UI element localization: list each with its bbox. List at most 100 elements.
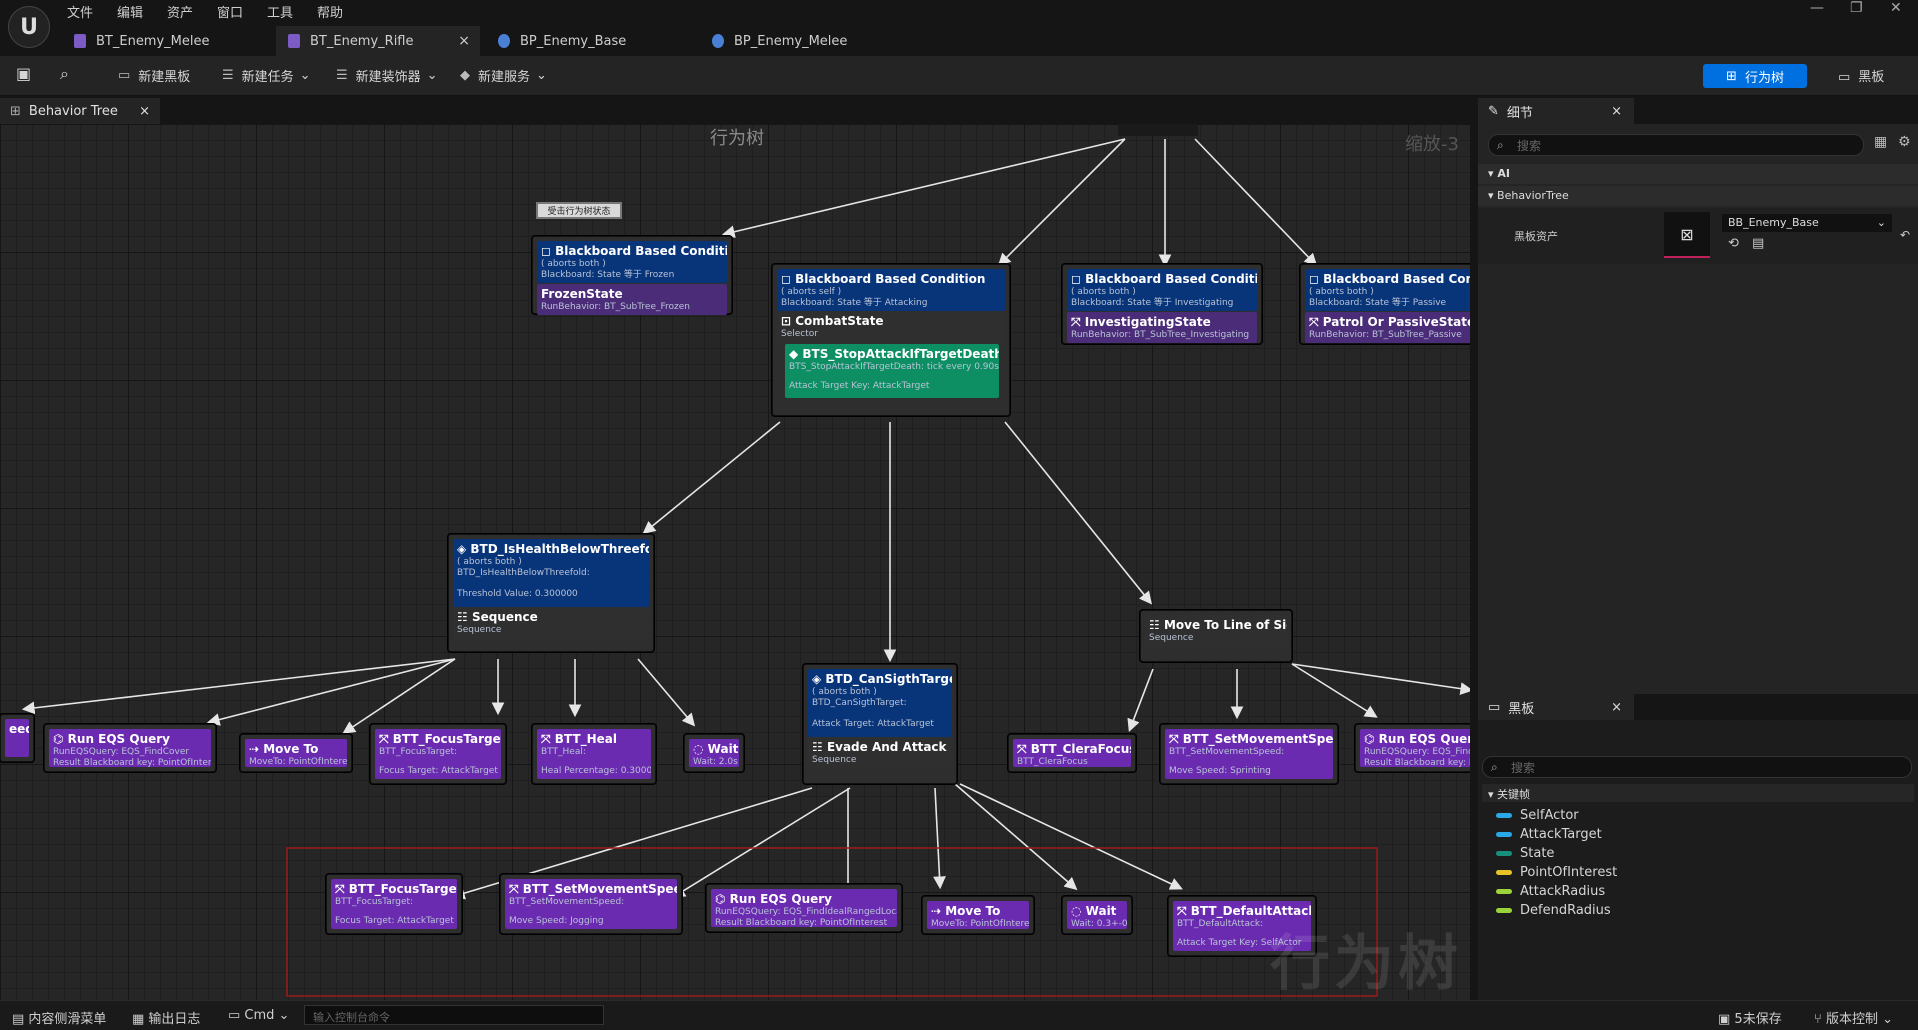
run-behavior-icon: ⤧ (1309, 315, 1323, 329)
save-icon[interactable]: ▣ (16, 64, 32, 83)
gear-icon[interactable]: ⚙ (1898, 134, 1911, 150)
node-wait-2s[interactable]: ◌ Wait Wait: 2.0s (684, 734, 744, 772)
node-focus-target-1[interactable]: ⤧ BTT_FocusTarget BTT_FocusTarget: Focus… (370, 724, 506, 784)
node-title: eed (9, 722, 29, 736)
tab-close-icon[interactable]: × (139, 103, 150, 119)
maximize-icon[interactable]: ❐ (1850, 0, 1863, 16)
composite-section[interactable]: ⤧ Patrol Or PassiveState RunBehavior: BT… (1305, 312, 1470, 343)
node-move-to-line-of-sight[interactable]: ☷ Move To Line of Sight Sequence (1140, 610, 1292, 662)
decorator-section[interactable]: ◻ Blackboard Based Condition ( aborts bo… (537, 241, 727, 283)
use-selected-icon[interactable]: ⟲ (1728, 236, 1739, 251)
blackboard-key-row[interactable]: PointOfInterest (1496, 863, 1617, 882)
node-health-sequence[interactable]: ◈ BTD_IsHealthBelowThreefold ( aborts bo… (448, 534, 654, 652)
node-run-eqs-query-cover[interactable]: ⌬ Run EQS Query RunEQSQuery: EQS_FindCov… (44, 724, 216, 772)
tab-behavior-tree-graph[interactable]: ⊞ Behavior Tree × (0, 98, 160, 124)
close-window-icon[interactable]: ✕ (1890, 0, 1902, 16)
details-search-input[interactable]: ⌕ 搜索 (1488, 134, 1864, 156)
graph-canvas[interactable]: 受击行为树状态 ◻ Blackboard Based Condition ( a… (0, 124, 1470, 1000)
chevron-down-icon: ⌄ (1876, 216, 1886, 229)
decorator-section[interactable]: ◻ Blackboard Based Condition ( aborts se… (777, 269, 1005, 311)
label: 输出日志 (148, 1012, 201, 1027)
console-command-input[interactable]: 输入控制台命令 (304, 1005, 604, 1025)
menu-help[interactable]: 帮助 (317, 6, 344, 21)
tab-close-icon[interactable]: × (1611, 699, 1622, 715)
tab-bp-enemy-melee[interactable]: BP_Enemy_Melee (700, 26, 910, 56)
node-heal[interactable]: ⤧ BTT_Heal BTT_Heal: Heal Percentage: 0.… (532, 724, 656, 784)
browse-icon[interactable]: ⌕ (60, 64, 69, 83)
unsaved-button[interactable]: ▣ 5未保存 (1718, 1008, 1782, 1027)
blackboard-key-row[interactable]: DefendRadius (1496, 901, 1617, 920)
node-investigating-state[interactable]: ◻ Blackboard Based Condition ( aborts bo… (1062, 264, 1262, 344)
new-task-button[interactable]: ☰新建任务⌄ (222, 66, 311, 85)
category-behaviortree[interactable]: ▾ BehaviorTree (1478, 186, 1918, 206)
menu-window[interactable]: 窗口 (217, 6, 244, 21)
tab-blackboard[interactable]: ▭ 黑板 × (1478, 694, 1634, 720)
root-node-stub[interactable] (1118, 124, 1198, 136)
behavior-tree-mode-button[interactable]: ⊞行为树 (1703, 64, 1807, 88)
node-task-partial[interactable]: eed (0, 714, 34, 762)
composite-section[interactable]: ☷ Move To Line of Sight Sequence (1145, 615, 1287, 646)
node-patrol-state[interactable]: ◻ Blackboard Based Condit ( aborts both … (1300, 264, 1470, 344)
cmd-dropdown[interactable]: ▭ Cmd ⌄ (228, 1008, 289, 1023)
category-ai[interactable]: ▾ AI (1478, 164, 1918, 184)
tab-bt-enemy-melee[interactable]: BT_Enemy_Melee (62, 26, 272, 56)
blackboard-key-row[interactable]: AttackRadius (1496, 882, 1617, 901)
node-set-movement-speed-sprint[interactable]: ⤧ BTT_SetMovementSpeed BTT_SetMovementSp… (1160, 724, 1338, 784)
decorator-section[interactable]: ◻ Blackboard Based Condition ( aborts bo… (1067, 269, 1257, 311)
node-move-to-poi[interactable]: ⇢ Move To MoveTo: PointOfInterest (240, 734, 352, 772)
tab-close-icon[interactable]: × (458, 33, 470, 49)
node-move-to-poi-2[interactable]: ⇢ Move To MoveTo: PointOfInterest (922, 896, 1034, 934)
blackboard-key-row[interactable]: State (1496, 844, 1617, 863)
content-drawer-button[interactable]: ▤ 内容侧滑菜单 (12, 1008, 106, 1027)
menu-tools[interactable]: 工具 (267, 6, 294, 21)
tab-bt-enemy-rifle[interactable]: BT_Enemy_Rifle × (276, 26, 480, 56)
composite-section[interactable]: ☷ Evade And Attack Sequence (808, 737, 952, 768)
node-default-attack[interactable]: ⤧ BTT_DefaultAttack BTT_DefaultAttack: A… (1168, 896, 1316, 956)
blackboard-key-row[interactable]: AttackTarget (1496, 825, 1617, 844)
tab-details[interactable]: ✎ 细节 × (1478, 98, 1634, 124)
unreal-logo-icon[interactable]: U (8, 6, 50, 48)
blackboard-icon: ▭ (118, 68, 131, 83)
service-section[interactable]: ◆ BTS_StopAttackIfTargetDeath BTS_StopAt… (785, 344, 999, 398)
comment-bubble[interactable]: 受击行为树状态 (536, 202, 622, 219)
node-run-eqs-query-ranged[interactable]: ⌬ Run EQS Query RunEQSQuery: EQS_FindIde… (706, 884, 902, 932)
new-service-button[interactable]: ◆新建服务⌄ (460, 66, 547, 85)
composite-section[interactable]: ☷ Sequence Sequence (453, 607, 649, 638)
blackboard-mode-button[interactable]: ▭黑板 (1838, 66, 1884, 85)
sequence-icon: ☷ (457, 610, 472, 624)
node-wait-short[interactable]: ◌ Wait Wait: 0.3+-0.1s (1062, 896, 1132, 934)
table-view-icon[interactable]: ▦ (1874, 134, 1888, 150)
tab-close-icon[interactable]: × (1611, 103, 1622, 119)
node-evade-and-attack[interactable]: ◈ BTD_CanSigthTarget ( aborts both ) BTD… (803, 664, 957, 784)
asset-picker[interactable]: BB_Enemy_Base⌄ (1722, 214, 1892, 232)
node-combat-state[interactable]: ◻ Blackboard Based Condition ( aborts se… (772, 264, 1010, 416)
new-blackboard-button[interactable]: ▭新建黑板 (118, 66, 190, 85)
tab-bp-enemy-base[interactable]: BP_Enemy_Base (486, 26, 696, 56)
browse-asset-icon[interactable]: ▤ (1752, 236, 1765, 251)
blackboard-search-input[interactable]: ⌕ 搜索 (1482, 756, 1912, 778)
decorator-title: Blackboard Based Condition (795, 272, 986, 286)
keys-section-header[interactable]: ▾ 关键帧 (1482, 784, 1914, 802)
node-clear-focus[interactable]: ⤧ BTT_CleraFocus BTT_CleraFocus (1008, 734, 1136, 772)
menu-file[interactable]: 文件 (67, 6, 94, 21)
node-focus-target-2[interactable]: ⤧ BTT_FocusTarget BTT_FocusTarget: Focus… (326, 874, 462, 934)
label: 黑板 (1858, 70, 1885, 85)
menu-edit[interactable]: 编辑 (117, 6, 144, 21)
decorator-section[interactable]: ◻ Blackboard Based Condit ( aborts both … (1305, 269, 1470, 311)
composite-section[interactable]: ⊡ CombatState Selector (777, 311, 1005, 342)
new-decorator-button[interactable]: ☰新建装饰器⌄ (336, 66, 438, 85)
blackboard-key-row[interactable]: SelfActor (1496, 806, 1617, 825)
node-set-movement-speed-jog[interactable]: ⤧ BTT_SetMovementSpeed BTT_SetMovementSp… (500, 874, 682, 934)
reset-icon[interactable]: ↶ (1900, 228, 1911, 242)
node-run-eqs-query-partial[interactable]: ⌬ Run EQS Query RunEQSQuery: EQS_FindId … (1355, 724, 1470, 772)
decorator-section[interactable]: ◈ BTD_IsHealthBelowThreefold ( aborts bo… (453, 539, 649, 607)
composite-section[interactable]: FrozenState RunBehavior: BT_SubTree_Froz… (537, 284, 727, 315)
blackboard-asset-thumbnail-icon[interactable]: ⊠ (1664, 212, 1710, 258)
node-frozen-state[interactable]: ◻ Blackboard Based Condition ( aborts bo… (532, 236, 732, 315)
menu-asset[interactable]: 资产 (167, 6, 194, 21)
source-control-button[interactable]: ⑂ 版本控制 ⌄ (1814, 1008, 1893, 1027)
output-log-button[interactable]: ▦ 输出日志 (132, 1008, 200, 1027)
minimize-icon[interactable]: — (1810, 0, 1824, 16)
composite-section[interactable]: ⤧ InvestigatingState RunBehavior: BT_Sub… (1067, 312, 1257, 343)
decorator-section[interactable]: ◈ BTD_CanSigthTarget ( aborts both ) BTD… (808, 669, 952, 737)
